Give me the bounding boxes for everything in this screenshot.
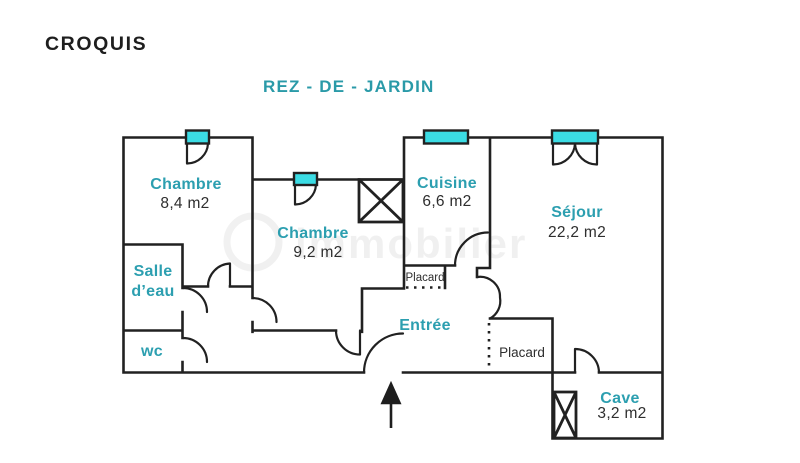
window-swing-chambre-1	[185, 142, 210, 165]
windows	[184, 129, 600, 187]
page-title: CROQUIS	[45, 33, 148, 55]
entry-arrow-icon	[380, 380, 402, 428]
room-area-sejour: 22,2 m2	[548, 224, 606, 241]
room-name-sejour: Séjour	[551, 204, 603, 221]
room-name-wc: wc	[140, 343, 163, 360]
room-name-salle-deau-line1: Salle	[134, 263, 173, 280]
room-name-salle-deau-line2: d’eau	[131, 283, 174, 300]
walls	[122, 136, 664, 440]
room-labels: Chambre 8,4 m2 Chambre 9,2 m2 Cuisine 6,…	[131, 175, 646, 422]
door-arc-wc	[181, 336, 209, 364]
room-name-chambre-1: Chambre	[150, 176, 221, 193]
window-marker-sejour	[550, 129, 600, 145]
room-name-cave: Cave	[600, 390, 639, 407]
watermark: immobilier	[223, 212, 527, 272]
room-name-entree: Entrée	[399, 317, 451, 334]
window-swing-sejour	[551, 142, 599, 166]
room-area-chambre-1: 8,4 m2	[160, 195, 209, 212]
room-name-cuisine: Cuisine	[417, 175, 477, 192]
closet-label-1: Placard	[406, 272, 445, 284]
door-arc-entry	[362, 332, 405, 374]
door-arc-cuisine	[453, 231, 490, 267]
door-arc-salle-deau	[181, 286, 209, 314]
door-arc-cave	[573, 347, 601, 374]
shaft-marker-top	[357, 178, 405, 224]
watermark-text: immobilier	[295, 220, 527, 267]
door-arc-sejour	[475, 275, 502, 320]
window-marker-chambre-2	[292, 171, 319, 187]
floor-level-title: REZ - DE - JARDIN	[263, 77, 435, 96]
door-arcs	[181, 142, 601, 374]
window-marker-cuisine	[422, 129, 470, 145]
door-arc-chambre-1	[206, 262, 232, 288]
room-area-cave: 3,2 m2	[597, 405, 646, 422]
window-marker-chambre-1	[184, 129, 211, 145]
shaft-marker-cave	[552, 390, 578, 440]
door-arc-chambre-2	[251, 296, 278, 324]
room-area-chambre-2: 9,2 m2	[293, 244, 342, 261]
window-swing-chambre-2	[293, 183, 318, 206]
closet-label-2: Placard	[499, 345, 545, 360]
room-area-cuisine: 6,6 m2	[422, 193, 471, 210]
door-arc-corridor	[334, 329, 362, 356]
room-name-chambre-2: Chambre	[277, 225, 348, 242]
